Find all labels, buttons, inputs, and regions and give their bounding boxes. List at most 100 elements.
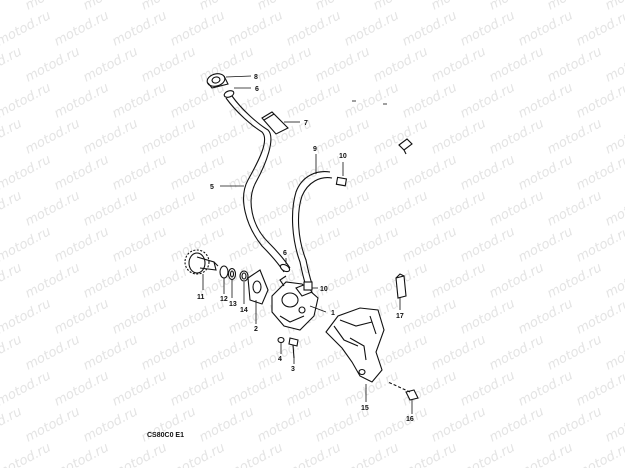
watermark-text: motod.ru bbox=[52, 224, 112, 265]
label-part-16: 16 bbox=[406, 416, 414, 423]
label-part-10-upper: 10 bbox=[339, 153, 347, 160]
part-pump-cover bbox=[325, 307, 385, 383]
watermark-text: motod.ru bbox=[0, 296, 54, 337]
watermark-text: motod.ru bbox=[110, 80, 170, 121]
watermark-text: motod.ru bbox=[0, 8, 54, 49]
watermark-text: motod.ru bbox=[226, 152, 286, 193]
watermark-text: motod.ru bbox=[168, 296, 228, 337]
part-washer-small bbox=[277, 336, 285, 344]
watermark-text: motod.ru bbox=[487, 0, 547, 14]
label-part-12: 12 bbox=[220, 296, 228, 303]
watermark-text: motod.ru bbox=[0, 152, 54, 193]
watermark-text: motod.ru bbox=[400, 80, 460, 121]
label-part-8: 8 bbox=[254, 74, 258, 81]
watermark-text: motod.ru bbox=[603, 332, 625, 373]
part-hose-small bbox=[261, 111, 289, 135]
watermark-text: motod.ru bbox=[0, 44, 25, 85]
watermark-text: motod.ru bbox=[516, 80, 576, 121]
part-hose-clamp-lower bbox=[279, 263, 291, 273]
part-washers bbox=[219, 265, 249, 282]
label-part-2: 2 bbox=[254, 326, 258, 333]
watermark-text: motod.ru bbox=[226, 224, 286, 265]
watermark-text: motod.ru bbox=[197, 44, 257, 85]
watermark-text: motod.ru bbox=[284, 152, 344, 193]
diagram-code: CS80C0 E1 bbox=[147, 432, 184, 439]
watermark-text: motod.ru bbox=[23, 188, 83, 229]
watermark-text: motod.ru bbox=[603, 260, 625, 301]
part-drive-gear bbox=[184, 249, 219, 275]
watermark-text: motod.ru bbox=[574, 296, 625, 337]
watermark-text: motod.ru bbox=[0, 188, 25, 229]
watermark-text: motod.ru bbox=[52, 152, 112, 193]
watermark-text: motod.ru bbox=[0, 0, 25, 14]
watermark-text: motod.ru bbox=[313, 188, 373, 229]
watermark-text: motod.ru bbox=[255, 44, 315, 85]
part-gasket bbox=[247, 269, 269, 305]
watermark-text: motod.ru bbox=[52, 440, 112, 468]
watermark-text: motod.ru bbox=[574, 152, 625, 193]
watermark-text: motod.ru bbox=[110, 224, 170, 265]
watermark-text: motod.ru bbox=[197, 404, 257, 445]
watermark-text: motod.ru bbox=[400, 368, 460, 409]
watermark-text: motod.ru bbox=[284, 440, 344, 468]
label-part-9: 9 bbox=[313, 146, 317, 153]
watermark-text: motod.ru bbox=[168, 368, 228, 409]
watermark-text: motod.ru bbox=[81, 404, 141, 445]
watermark-text: motod.ru bbox=[168, 8, 228, 49]
part-bracket-small bbox=[398, 138, 413, 155]
watermark-text: motod.ru bbox=[0, 440, 54, 468]
watermark-text: motod.ru bbox=[197, 116, 257, 157]
watermark-text: motod.ru bbox=[400, 296, 460, 337]
watermark-text: motod.ru bbox=[139, 0, 199, 14]
watermark-text: motod.ru bbox=[139, 188, 199, 229]
watermark-text: motod.ru bbox=[342, 440, 402, 468]
watermark-text: motod.ru bbox=[545, 260, 605, 301]
watermark-text: motod.ru bbox=[110, 368, 170, 409]
watermark-text: motod.ru bbox=[371, 404, 431, 445]
watermark-text: motod.ru bbox=[516, 224, 576, 265]
watermark-text: motod.ru bbox=[255, 0, 315, 14]
watermark-text: motod.ru bbox=[400, 224, 460, 265]
watermark-text: motod.ru bbox=[458, 80, 518, 121]
watermark-text: motod.ru bbox=[313, 116, 373, 157]
watermark-text: motod.ru bbox=[545, 116, 605, 157]
watermark-text: motod.ru bbox=[429, 188, 489, 229]
watermark-text: motod.ru bbox=[0, 332, 25, 373]
watermark-text: motod.ru bbox=[284, 80, 344, 121]
watermark-text: motod.ru bbox=[400, 440, 460, 468]
watermark-text: motod.ru bbox=[226, 440, 286, 468]
watermark-text: motod.ru bbox=[313, 0, 373, 14]
label-part-15: 15 bbox=[361, 405, 369, 412]
label-part-13: 13 bbox=[229, 301, 237, 308]
watermark-text: motod.ru bbox=[487, 188, 547, 229]
decorative-dashes bbox=[352, 100, 387, 105]
part-oil-hose bbox=[225, 95, 291, 273]
watermark-text: motod.ru bbox=[603, 116, 625, 157]
part-cover-bolt bbox=[387, 381, 419, 401]
watermark-text: motod.ru bbox=[545, 188, 605, 229]
watermark-text: motod.ru bbox=[139, 116, 199, 157]
watermark-text: motod.ru bbox=[603, 404, 625, 445]
part-labels: 1 2 3 4 5 6 6 7 8 9 10 10 11 12 13 14 15… bbox=[197, 74, 414, 423]
watermark-text: motod.ru bbox=[197, 188, 257, 229]
watermark-text: motod.ru bbox=[168, 440, 228, 468]
watermark-text: motod.ru bbox=[603, 44, 625, 85]
part-fitting-lower bbox=[303, 281, 313, 291]
watermark-text: motod.ru bbox=[313, 44, 373, 85]
watermark-text: motod.ru bbox=[23, 404, 83, 445]
watermark-text: motod.ru bbox=[81, 260, 141, 301]
watermark-text: motod.ru bbox=[516, 368, 576, 409]
label-part-3: 3 bbox=[291, 366, 295, 373]
watermark-text: motod.ru bbox=[516, 8, 576, 49]
watermark-text: motod.ru bbox=[168, 152, 228, 193]
watermark-text: motod.ru bbox=[139, 44, 199, 85]
watermark-text: motod.ru bbox=[0, 224, 54, 265]
watermark-text: motod.ru bbox=[81, 0, 141, 14]
watermark-text: motod.ru bbox=[545, 0, 605, 14]
watermark-text: motod.ru bbox=[574, 8, 625, 49]
watermark-text: motod.ru bbox=[400, 8, 460, 49]
watermark-text: motod.ru bbox=[574, 440, 625, 468]
watermark-text: motod.ru bbox=[52, 8, 112, 49]
